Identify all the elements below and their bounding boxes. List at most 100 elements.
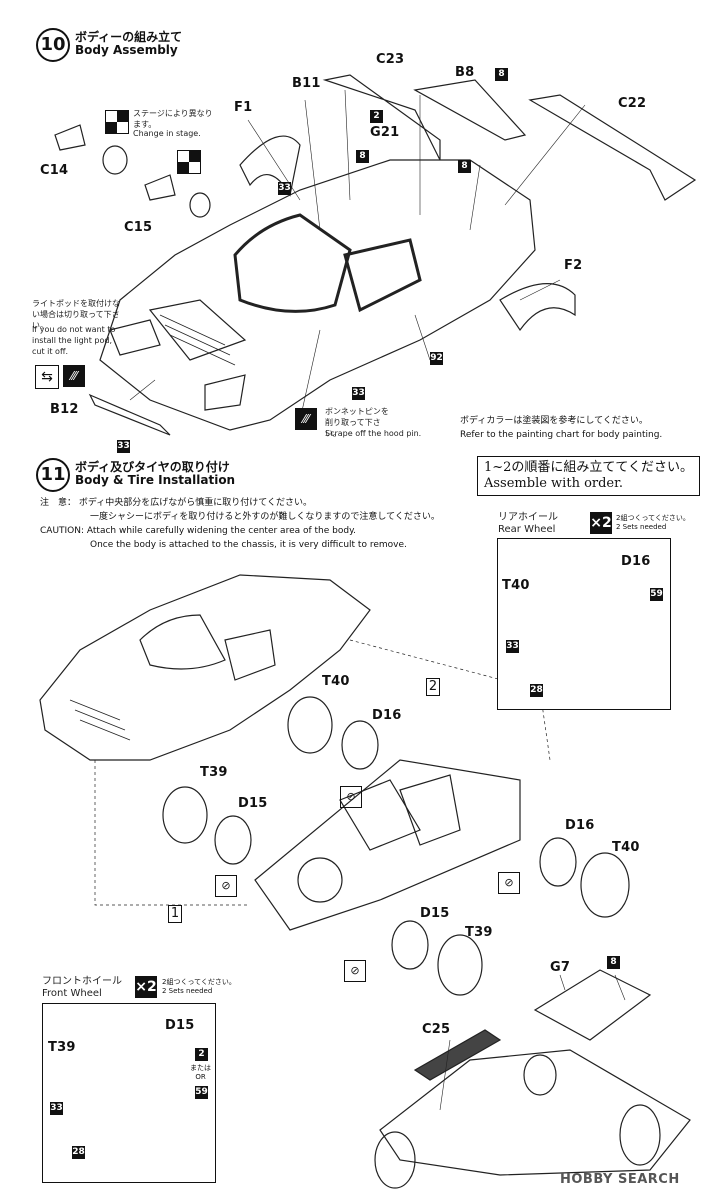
tire-t40-rear-right: [580, 852, 630, 918]
hood-pin-note-jp: ボンネットピンを削り取って下さい。: [325, 407, 389, 438]
cut-arrow-icon: ⇆: [35, 365, 59, 389]
stage-flag-icon-2: [177, 150, 201, 174]
step-10-title-en: Body Assembly: [75, 43, 178, 57]
paint-note-jp: ボディカラーは塗装図を参考にしてください。: [460, 416, 648, 426]
front-wheel-title-jp: フロントホイール: [42, 976, 122, 987]
label-b12: B12: [50, 402, 79, 417]
order-num-1: 1: [168, 905, 182, 923]
fender-f1: [239, 135, 301, 197]
no-glue-icon-3: ⊘: [498, 872, 520, 894]
order-jp: 1~2の順番に組み立ててください。: [484, 460, 694, 475]
rear-num-59: 59: [650, 588, 663, 601]
stage-flag-icon: [105, 110, 129, 134]
label-t39-a: T39: [200, 765, 228, 780]
label-c22: C22: [618, 96, 647, 111]
front-label-d15: D15: [165, 1018, 195, 1033]
light-pod-note-jp: ライトポッドを取付けない場合は切り取って下さい。: [32, 299, 120, 330]
front-wheel-title-en: Front Wheel: [42, 988, 102, 999]
front-wheel-title: フロントホイール Front Wheel: [42, 976, 122, 1000]
label-c15: C15: [124, 220, 153, 235]
front-num-59: 59: [195, 1086, 208, 1099]
part-num-2: 2: [370, 110, 383, 123]
label-t39-b: T39: [465, 925, 493, 940]
label-d15-b: D15: [420, 906, 450, 921]
label-t40-a: T40: [322, 674, 350, 689]
part-c25: [413, 1029, 502, 1081]
label-c25: C25: [422, 1022, 451, 1037]
part-num-33-b: 33: [352, 387, 365, 400]
chassis: [254, 759, 521, 931]
step-11-number: 11: [36, 458, 70, 492]
assemble-order-box: 1~2の順番に組み立ててください。 Assemble with order.: [477, 456, 701, 496]
label-d16-b: D16: [565, 818, 595, 833]
label-d16-a: D16: [372, 708, 402, 723]
front-or-jp: または: [190, 1064, 211, 1072]
caution-label-jp: 注 意：: [40, 498, 77, 508]
part-c23: [322, 74, 441, 161]
part-num-33-c: 33: [117, 440, 130, 453]
scrape-icon: ⁄⁄⁄: [295, 408, 317, 430]
tire-t39-front-right: [437, 934, 483, 996]
rear-label-t40: T40: [502, 578, 530, 593]
hobby-search-watermark: HOBBY SEARCH: [560, 1172, 680, 1187]
part-num-8-d: 8: [607, 956, 620, 969]
step-11-title-jp: ボディ及びタイヤの取り付け: [75, 460, 230, 474]
label-c14: C14: [40, 163, 69, 178]
part-num-33-a: 33: [278, 182, 291, 195]
step-10-title-jp: ボディーの組み立て: [75, 30, 183, 44]
light-pod-note-en: If you do not want to install the light …: [32, 325, 116, 356]
part-num-92: 92: [430, 352, 443, 365]
front-wheel-detail-box: [42, 1003, 216, 1183]
front-sets-en: 2 Sets needed: [162, 987, 213, 995]
step-11-title-en: Body & Tire Installation: [75, 473, 236, 487]
part-c22: [528, 94, 697, 201]
tire-t39-front-left: [162, 786, 208, 844]
label-b8: B8: [455, 65, 475, 80]
rear-num-33: 33: [506, 640, 519, 653]
rear-wheel-multiplier: ×2: [590, 512, 612, 534]
stage-note-jp: ステージにより異なります。: [133, 109, 213, 129]
rear-wheel-title: リアホイール Rear Wheel: [498, 512, 558, 536]
rear-num-28: 28: [530, 684, 543, 697]
front-sets-jp: 2組つくってください。: [162, 978, 236, 986]
caution-jp-2: 一度シャシーにボディを取り付けると外すのが難しくなりますので注意してください。: [90, 512, 440, 522]
order-en: Assemble with order.: [484, 476, 624, 491]
no-glue-icon-4: ⊘: [344, 960, 366, 982]
body-outline: [99, 159, 536, 431]
rear-wheel-title-jp: リアホイール: [498, 512, 558, 523]
hood-pin-note-en: Scrape off the hood pin.: [325, 429, 422, 438]
front-wheel-multiplier: ×2: [135, 976, 157, 998]
rear-wheel-sets: 2組つくってください。 2 Sets needed: [616, 514, 690, 532]
paint-note-en: Refer to the painting chart for body pai…: [460, 430, 663, 440]
front-or: または OR: [190, 1064, 211, 1082]
rear-sets-jp: 2組つくってください。: [616, 514, 690, 522]
label-g21: G21: [370, 125, 400, 140]
no-glue-icon-1: ⊘: [340, 786, 362, 808]
no-glue-icon-2: ⊘: [215, 875, 237, 897]
stage-note-en: Change in stage.: [133, 129, 201, 138]
label-f1: F1: [234, 100, 253, 115]
part-num-8-a: 8: [495, 68, 508, 81]
step-10-number: 10: [36, 28, 70, 62]
caution-block: 注 意： ボディ中央部分を広げながら慎重に取り付けてください。 一度シャシーにボ…: [40, 496, 440, 552]
caution-jp-1: ボディ中央部分を広げながら慎重に取り付けてください。: [78, 498, 312, 508]
fender-f2: [499, 283, 576, 332]
windshield: [233, 213, 352, 313]
part-b8: [413, 79, 527, 141]
label-t40-b: T40: [612, 840, 640, 855]
order-num-2: 2: [426, 678, 440, 696]
rear-wheel-detail-box: [497, 538, 671, 710]
front-num-2: 2: [195, 1048, 208, 1061]
front-num-28: 28: [72, 1146, 85, 1159]
front-wheel-sets: 2組つくってください。 2 Sets needed: [162, 978, 236, 996]
label-f2: F2: [564, 258, 583, 273]
front-or-en: OR: [195, 1073, 206, 1081]
front-num-33: 33: [50, 1102, 63, 1115]
caution-en-2: Once the body is attached to the chassis…: [90, 540, 407, 550]
label-d15-a: D15: [238, 796, 268, 811]
knife-icon: ⁄⁄⁄: [63, 365, 85, 387]
part-g7: [533, 969, 652, 1041]
label-b11: B11: [292, 76, 321, 91]
front-label-t39: T39: [48, 1040, 76, 1055]
rear-wheel-title-en: Rear Wheel: [498, 524, 556, 535]
